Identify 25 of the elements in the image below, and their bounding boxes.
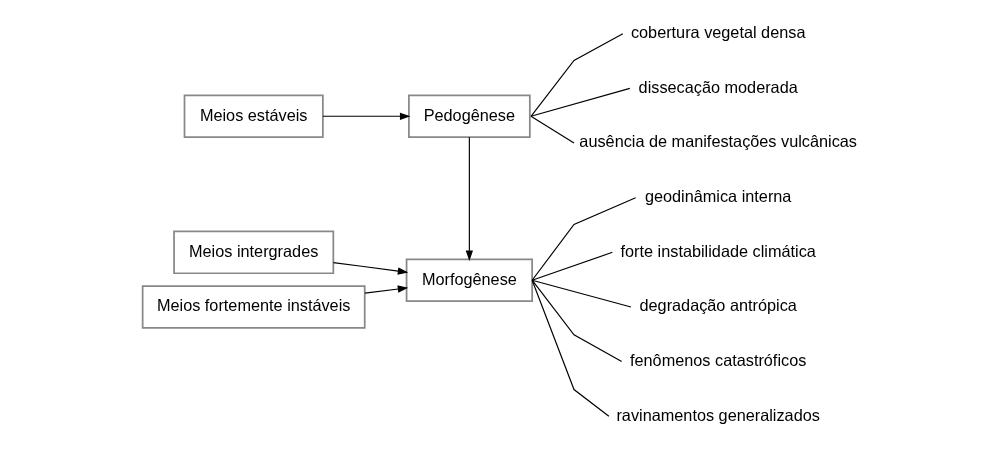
connector bbox=[531, 197, 636, 281]
connector bbox=[529, 115, 575, 144]
connector bbox=[529, 87, 630, 117]
node-text: dissecação moderada bbox=[638, 77, 798, 96]
arrow bbox=[363, 285, 408, 294]
node-text: degradação antrópica bbox=[639, 296, 797, 315]
node-box: Morfogênese bbox=[405, 258, 533, 303]
node-text: ausência de manifestações vulcânicas bbox=[578, 132, 857, 151]
node-text: cobertura vegetal densa bbox=[630, 23, 805, 42]
connector bbox=[531, 279, 632, 308]
node-text: forte instabilidade climática bbox=[620, 241, 816, 260]
node-text: geodinâmica interna bbox=[644, 186, 791, 205]
arrow bbox=[321, 112, 410, 120]
connector bbox=[531, 279, 609, 417]
arrow bbox=[465, 136, 473, 261]
node-text: fenômenos catastróficos bbox=[629, 350, 806, 369]
connector bbox=[529, 33, 623, 117]
connector bbox=[531, 279, 622, 363]
arrow bbox=[332, 262, 408, 275]
node-box: Meios fortemente instáveis bbox=[141, 285, 366, 329]
node-box: Pedogênese bbox=[407, 94, 531, 139]
connector bbox=[531, 251, 613, 281]
node-text: ravinamentos generalizados bbox=[615, 405, 820, 424]
node-box: Meios estáveis bbox=[183, 94, 324, 139]
node-box: Meios intergrades bbox=[172, 230, 334, 275]
